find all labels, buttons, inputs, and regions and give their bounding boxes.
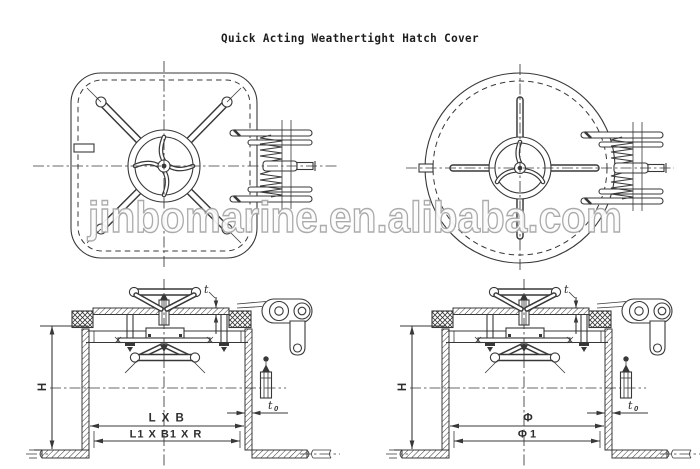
dim-opening-size: L1 X B1 X R bbox=[93, 429, 241, 448]
dim-label-t: t bbox=[564, 283, 569, 296]
dim-coaming-thickness: t 0 bbox=[587, 399, 648, 416]
dim-label-H: H bbox=[397, 383, 409, 391]
dim-label-t0: t bbox=[268, 399, 273, 412]
watermark-text: jinbomarine.en.alibaba.com bbox=[87, 193, 622, 242]
locking-tab bbox=[73, 143, 95, 153]
dim-label-t0: t bbox=[628, 399, 633, 412]
square-hatch-plan-view bbox=[33, 61, 338, 268]
dim-plate-thickness: t bbox=[204, 283, 219, 334]
dim-label-t0-sub: 0 bbox=[634, 404, 639, 413]
dim-label-t0-sub: 0 bbox=[274, 404, 279, 413]
dim-height-left: H bbox=[34, 325, 88, 451]
round-hatch-plan-view bbox=[406, 64, 674, 272]
dim-label-t: t bbox=[204, 283, 209, 296]
dim-cover-diameter: Φ bbox=[450, 413, 604, 429]
dim-label-L1xB1xR: L1 X B1 X R bbox=[130, 429, 203, 441]
dim-plate-thickness: t bbox=[564, 283, 579, 334]
dim-label-phi: Φ bbox=[523, 413, 533, 425]
square-hatch-section-view: H L X B L1 X B1 X R t bbox=[26, 279, 340, 467]
dim-opening-diameter: Φ 1 bbox=[453, 429, 601, 448]
dim-label-LxB: L X B bbox=[149, 413, 186, 425]
dim-height-right: H bbox=[394, 325, 446, 451]
dim-label-phi1: Φ 1 bbox=[518, 429, 536, 441]
dim-label-H: H bbox=[37, 383, 49, 391]
dim-cover-size: L X B bbox=[90, 413, 244, 429]
round-hatch-section-view: H Φ Φ 1 t t bbox=[386, 279, 700, 467]
dim-coaming-thickness: t 0 bbox=[227, 399, 288, 416]
section-body bbox=[386, 279, 700, 467]
drawing-title: Quick Acting Weathertight Hatch Cover bbox=[221, 31, 479, 45]
handwheel-3-spoke bbox=[488, 136, 552, 200]
